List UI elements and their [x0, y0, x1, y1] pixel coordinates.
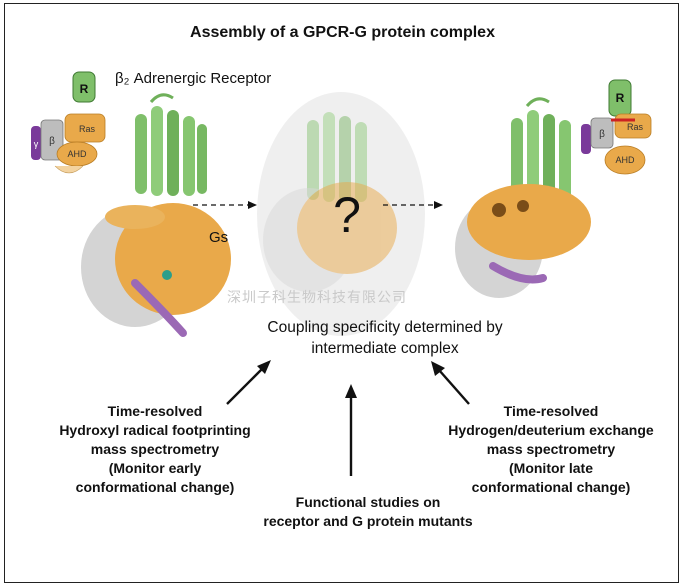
watermark: 深圳子科生物科技有限公司 [227, 290, 407, 306]
svg-text:R: R [616, 91, 625, 105]
svg-text:AHD: AHD [67, 149, 87, 159]
right-gs-structure [455, 184, 591, 298]
question-mark: ? [333, 187, 361, 243]
method-line: Hydrogen/deuterium exchange [448, 422, 654, 438]
svg-text:β: β [599, 129, 605, 140]
svg-text:AHD: AHD [615, 155, 635, 165]
arrow-hdx [438, 369, 470, 405]
method-line: (Monitor late [509, 460, 593, 476]
method-line: Hydroxyl radical footprinting [59, 422, 251, 438]
method-line: (Monitor early [108, 460, 202, 476]
right-receptor-structure [511, 97, 571, 200]
center-receptor-structure [307, 112, 367, 202]
gs-label: Gs [209, 229, 229, 246]
hrf-method-block: Time-resolved Hydroxyl radical footprint… [35, 402, 275, 497]
diagram-canvas: R γ β Ras AHD R β Ras AHD ? [31, 71, 652, 476]
method-line: mass spectrometry [486, 441, 616, 457]
method-line: mass spectrometry [90, 441, 220, 457]
method-line: receptor and G protein mutants [263, 513, 473, 529]
functional-method-block: Functional studies on receptor and G pro… [233, 493, 503, 531]
method-line: Functional studies on [295, 494, 441, 510]
left-schematic: R γ β Ras AHD [31, 71, 106, 174]
coupling-line: intermediate complex [311, 340, 459, 357]
hdx-method-block: Time-resolved Hydrogen/deuterium exchang… [431, 402, 671, 497]
method-line: Time-resolved [503, 403, 599, 419]
receptor-label: β₂ Adrenergic Receptor [115, 70, 272, 87]
arrow-hrf [226, 367, 264, 405]
method-line: conformational change) [75, 479, 235, 495]
svg-text:γ: γ [34, 139, 39, 149]
method-line: conformational change) [471, 479, 631, 495]
schematic-receptor-label: R [80, 82, 89, 96]
figure-frame: R γ β Ras AHD R β Ras AHD ? Assembly o [4, 3, 679, 583]
method-line: Time-resolved [107, 403, 203, 419]
right-schematic: R β Ras AHD [581, 79, 652, 175]
svg-text:Ras: Ras [627, 122, 644, 132]
left-gs-structure [81, 203, 231, 337]
left-receptor-structure [135, 93, 207, 196]
center-gs-structure [263, 182, 397, 292]
figure-title: Assembly of a GPCR-G protein complex [190, 24, 495, 41]
svg-text:Ras: Ras [79, 124, 96, 134]
coupling-text: Coupling specificity determined by inter… [205, 317, 565, 359]
svg-text:β: β [49, 136, 55, 147]
coupling-line: Coupling specificity determined by [267, 319, 503, 336]
